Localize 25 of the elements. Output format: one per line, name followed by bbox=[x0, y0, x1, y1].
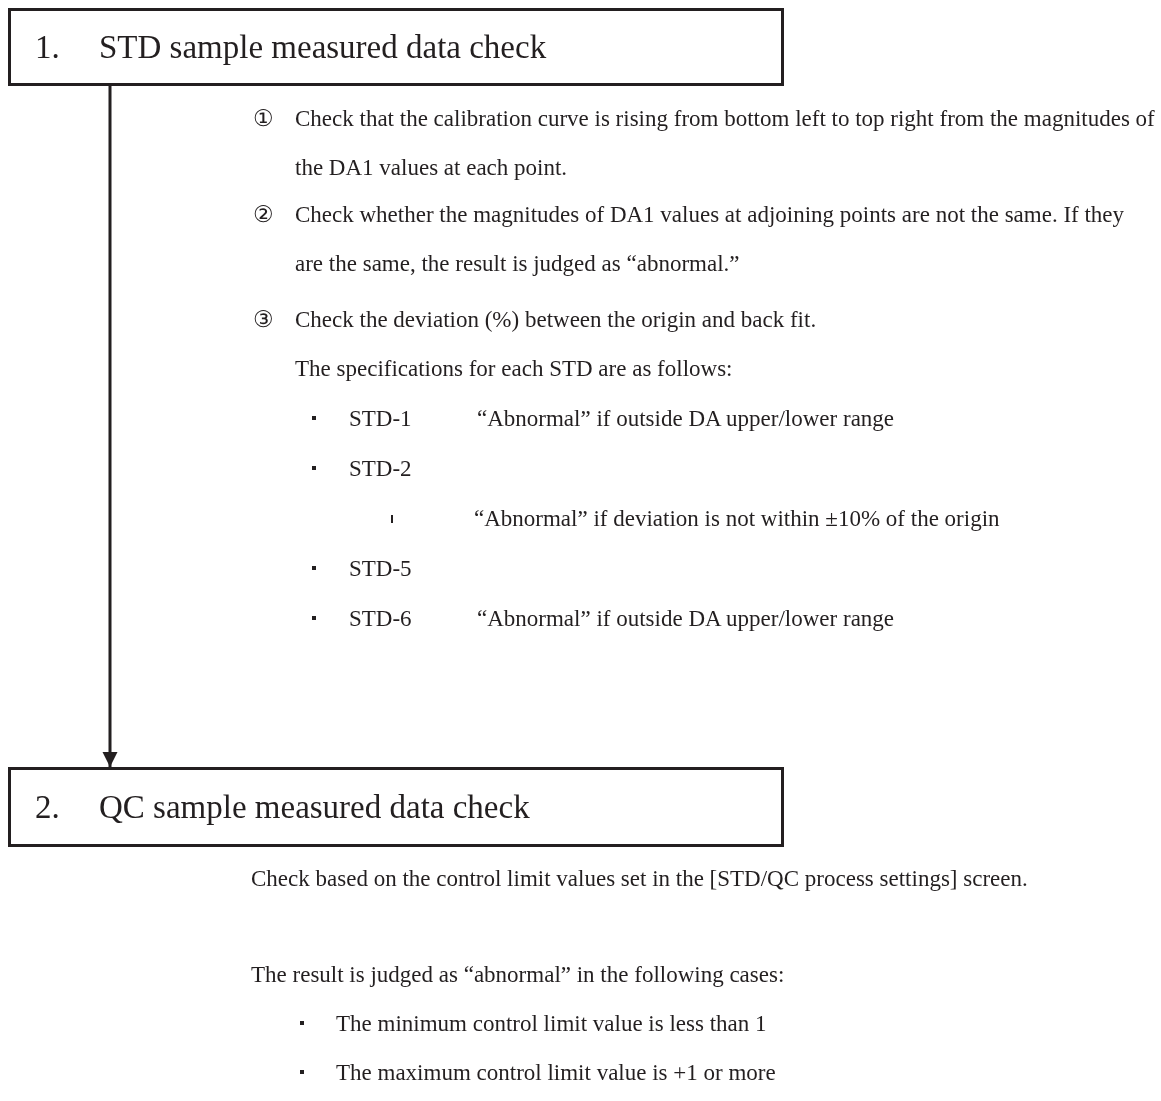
heading-text: STD sample measured data check bbox=[99, 28, 547, 66]
arrow bbox=[102, 86, 118, 767]
text-line: “Abnormal” if outside DA upper/lower range bbox=[477, 405, 895, 433]
text-line: STD-6 bbox=[349, 605, 412, 633]
text-line: ① bbox=[253, 105, 274, 133]
text-line: “Abnormal” if deviation is not within ±10% of the origin bbox=[474, 505, 1000, 533]
text-line: STD-1 bbox=[349, 405, 412, 433]
step-number: 2. bbox=[35, 788, 61, 826]
text-line: The maximum control limit value is +1 or more bbox=[336, 1059, 776, 1087]
text-line: STD-2 bbox=[349, 455, 412, 483]
text-line: “Abnormal” if outside DA upper/lower range bbox=[477, 605, 895, 633]
heading-box bbox=[8, 8, 784, 86]
text-line: STD-5 bbox=[349, 555, 412, 583]
heading-box bbox=[8, 767, 784, 847]
text-line: ③ bbox=[253, 306, 274, 334]
paragraph: Check that the calibration curve is rising from bottom left to top right from the magnitudes of the DA1 values at each point. bbox=[295, 105, 1156, 182]
paragraph: Check whether the magnitudes of DA1 values at adjoining points are not the same. If they are the same, the result is judged as “abnormal.” bbox=[295, 201, 1126, 278]
text-line: The specifications for each STD are as follows: bbox=[295, 355, 733, 383]
paragraph: Check based on the control limit values set in the [STD/QC process settings] screen. bbox=[251, 865, 1029, 893]
text-line: Check the deviation (%) between the origin and back fit. bbox=[295, 306, 817, 334]
text-line: The result is judged as “abnormal” in the following cases: bbox=[251, 961, 785, 989]
text-line: The minimum control limit value is less than 1 bbox=[336, 1010, 767, 1038]
text-line: ② bbox=[253, 201, 274, 229]
step-number: 1. bbox=[35, 28, 61, 66]
heading-text: QC sample measured data check bbox=[99, 788, 530, 826]
